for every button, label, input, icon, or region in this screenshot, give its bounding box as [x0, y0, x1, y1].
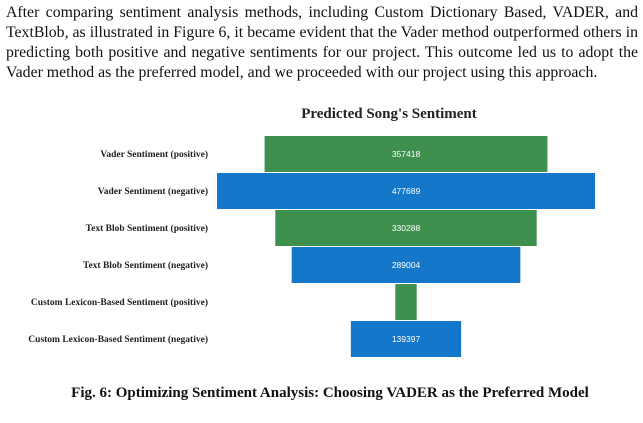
category-label-6: Custom Lexicon-Based Sentiment (negative… — [28, 334, 208, 345]
value-label-3: 330288 — [392, 223, 421, 233]
category-label-3: Text Blob Sentiment (positive) — [86, 223, 208, 234]
category-label-4: Text Blob Sentiment (negative) — [83, 260, 208, 271]
bar-6 — [350, 321, 462, 357]
body-paragraph: After comparing sentiment analysis metho… — [6, 4, 638, 81]
value-label-2: 477689 — [392, 186, 421, 196]
bar-4 — [291, 247, 521, 283]
value-label-6: 139397 — [392, 334, 421, 344]
category-label-2: Vader Sentiment (negative) — [98, 186, 208, 197]
figure-caption: Fig. 6: Optimizing Sentiment Analysis: C… — [71, 385, 589, 401]
category-label-5: Custom Lexicon-Based Sentiment (positive… — [31, 297, 208, 308]
category-label-1: Vader Sentiment (positive) — [100, 149, 208, 160]
value-label-1: 357418 — [392, 149, 421, 159]
chart-title: Predicted Song's Sentiment — [301, 106, 477, 122]
value-label-4: 289004 — [392, 260, 421, 270]
bar-2 — [217, 173, 595, 209]
bar-3 — [275, 210, 537, 246]
bar-5 — [395, 284, 417, 320]
bar-1 — [264, 136, 548, 172]
